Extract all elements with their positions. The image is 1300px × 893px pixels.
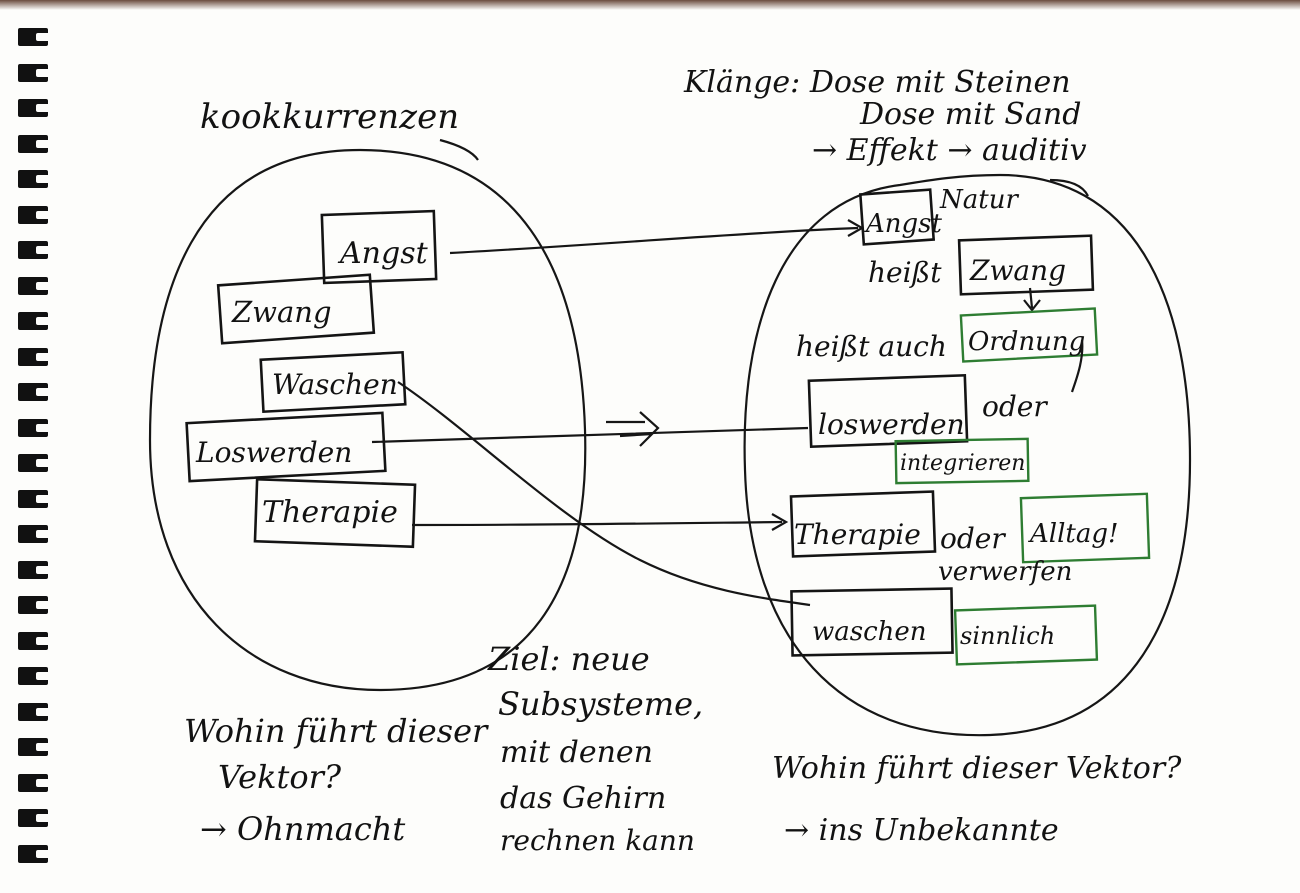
goal-line-2: Subsysteme, <box>498 685 703 723</box>
right-question: Wohin führt dieser Vektor? <box>772 751 1182 786</box>
right-answer: → ins Unbekannte <box>784 813 1059 848</box>
binding-ring <box>18 276 50 295</box>
binding-ring <box>18 418 50 437</box>
right-sinnlich-label: sinnlich <box>960 622 1055 650</box>
binding-ring <box>18 809 50 827</box>
arrow-angst <box>449 226 859 255</box>
left-therapie-label: Therapie <box>262 495 398 530</box>
left-answer: → Ohnmacht <box>200 810 405 848</box>
right-ordnung-prefix: heißt auch <box>796 330 947 363</box>
binding-ring <box>18 134 50 153</box>
right-therapie-or: oder <box>940 522 1006 555</box>
binding-ring <box>18 596 50 614</box>
left-angst-box <box>320 209 438 285</box>
right-zwang-box <box>957 234 1095 296</box>
right-heading-1: Klänge: Dose mit Steinen <box>683 65 1071 100</box>
left-waschen-label: Waschen <box>272 368 398 401</box>
right-angst-label: Angst <box>864 209 943 239</box>
binding-ring <box>18 99 50 117</box>
binding-ring <box>18 844 50 863</box>
right-alltag-label: Alltag! <box>1028 519 1118 549</box>
left-loswerden-label: Loswerden <box>195 436 352 469</box>
right-therapie-label: Therapie <box>794 518 921 551</box>
binding-ring <box>18 383 50 401</box>
binding-ring <box>18 347 50 366</box>
left-zwang-label: Zwang <box>231 295 332 329</box>
right-alltag-box <box>1019 492 1151 564</box>
arrow-loswerden-mark <box>606 411 660 447</box>
left-waschen-box <box>259 350 407 414</box>
binding-ring <box>18 63 50 82</box>
left-question-1: Wohin führt dieser <box>184 712 489 750</box>
right-verwerfen: verwerfen <box>938 557 1072 587</box>
left-ellipse <box>148 148 587 692</box>
arrow-therapie-head <box>771 513 789 531</box>
left-therapie-box <box>253 477 417 549</box>
right-zwang-prefix: heißt <box>868 256 942 289</box>
right-heading-3: → Effekt → auditiv <box>812 133 1087 168</box>
right-waschen-label: waschen <box>812 617 927 647</box>
arrow-loswerden <box>371 426 809 444</box>
goal-line-1: Ziel: neue <box>487 640 650 678</box>
binding-ring <box>18 312 50 330</box>
right-ordnung-label: Ordnung <box>968 327 1085 357</box>
binding-ring <box>18 170 50 188</box>
left-question-2: Vektor? <box>218 758 342 796</box>
binding-ring <box>18 667 50 685</box>
page-top-edge <box>0 0 1300 10</box>
arrow-waschen <box>397 381 811 607</box>
right-angst-box <box>858 188 936 246</box>
right-angst-note: Natur <box>939 185 1019 215</box>
right-heading-2: Dose mit Sand <box>859 97 1081 132</box>
right-sinnlich-box <box>953 604 1099 666</box>
right-loswerden-or: oder <box>982 390 1048 423</box>
right-integrieren-box <box>894 437 1030 485</box>
binding-ring <box>18 241 50 259</box>
right-loswerden-label: loswerden <box>818 408 965 441</box>
ordnung-squiggle <box>1070 339 1084 393</box>
right-integrieren-label: integrieren <box>900 451 1025 476</box>
left-title: kookkurrenzen <box>200 97 459 137</box>
goal-line-5: rechnen kann <box>500 824 695 857</box>
left-ellipse-tail <box>439 138 479 161</box>
left-angst-label: Angst <box>337 236 429 271</box>
zwang-to-ordnung-arrow <box>1023 287 1041 312</box>
right-zwang-label: Zwang <box>969 254 1066 287</box>
spiral-binding <box>0 0 60 893</box>
binding-ring <box>18 702 50 721</box>
right-waschen-box <box>790 587 954 657</box>
binding-ring <box>18 28 50 46</box>
binding-ring <box>18 454 50 472</box>
binding-ring <box>18 738 50 756</box>
right-ordnung-box <box>959 307 1099 363</box>
binding-ring <box>18 489 50 508</box>
binding-ring <box>18 631 50 650</box>
goal-line-3: mit denen <box>500 735 653 770</box>
right-loswerden-box <box>807 373 969 449</box>
right-therapie-box <box>789 490 937 558</box>
binding-ring <box>18 525 50 543</box>
binding-ring <box>18 773 50 792</box>
binding-ring <box>18 205 50 224</box>
right-ellipse-tail <box>1049 178 1089 197</box>
arrow-therapie <box>411 520 783 527</box>
binding-ring <box>18 560 50 579</box>
right-ellipse <box>743 173 1192 737</box>
left-zwang-box <box>216 273 376 345</box>
goal-line-4: das Gehirn <box>500 781 666 816</box>
